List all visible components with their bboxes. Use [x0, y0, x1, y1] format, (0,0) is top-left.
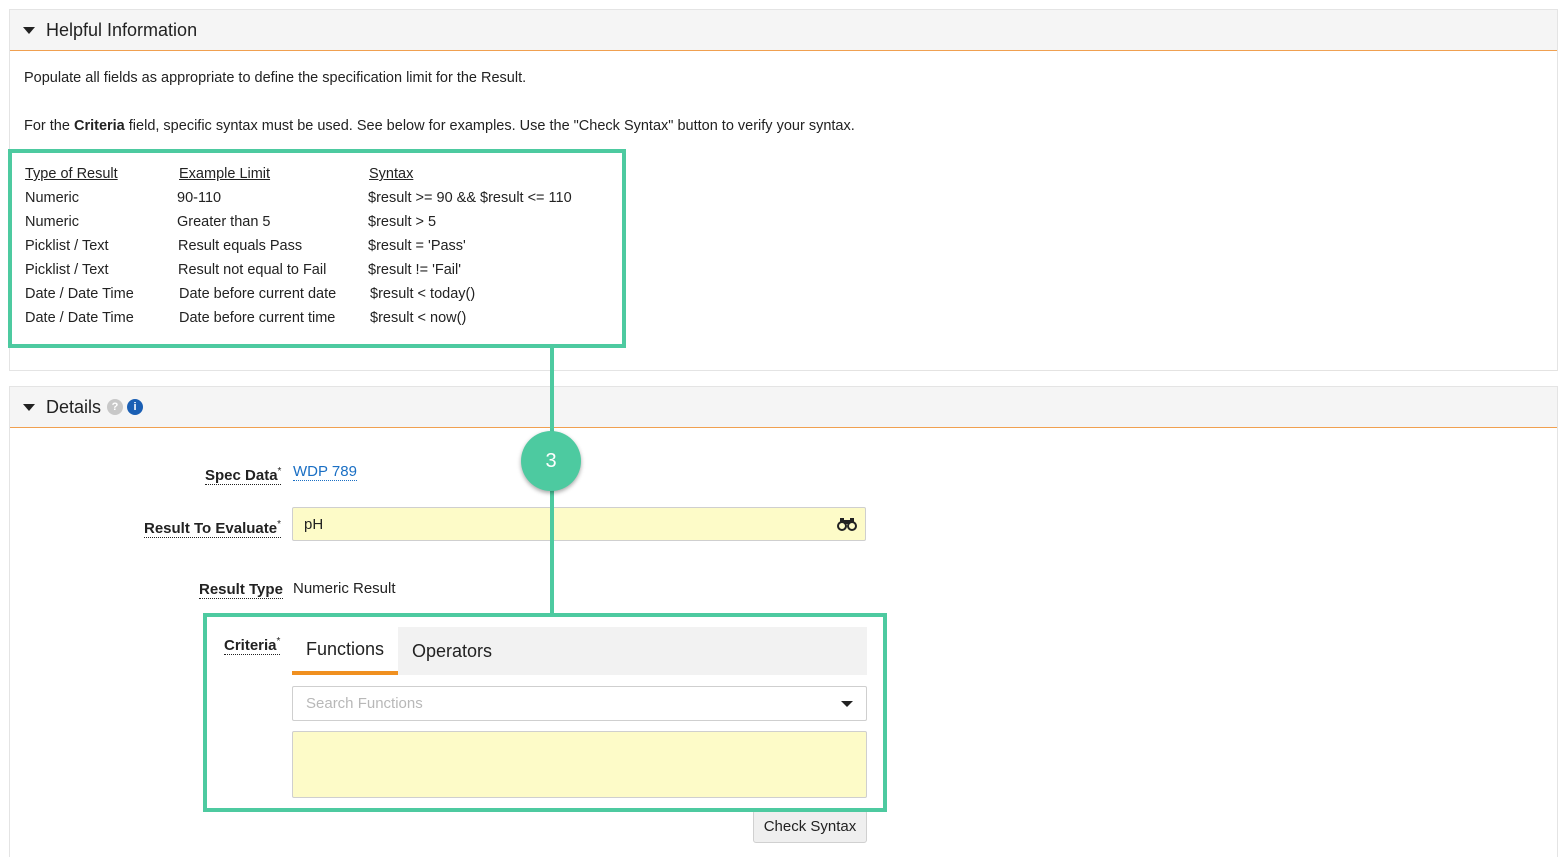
table-header-syntax: Syntax: [369, 166, 414, 182]
table-cell: Numeric: [25, 214, 79, 230]
caret-down-icon[interactable]: [23, 403, 35, 411]
search-functions-select[interactable]: [292, 686, 867, 721]
table-header-example: Example Limit: [179, 166, 271, 182]
result-type-value: Numeric Result: [293, 580, 396, 597]
helpful-info-panel: Helpful Information: [9, 9, 1558, 371]
details-title: Details: [46, 396, 102, 417]
table-cell: $result < today(): [370, 286, 476, 302]
caret-down-icon[interactable]: [23, 26, 35, 34]
criteria-bold: Criteria: [73, 118, 125, 134]
tab-functions[interactable]: Functions: [292, 627, 398, 675]
table-cell: $result != 'Fail': [368, 262, 461, 278]
table-cell: $result = 'Pass': [368, 238, 466, 254]
callout-connector-top: [550, 346, 554, 434]
table-cell: Picklist / Text: [25, 262, 109, 278]
help-icon[interactable]: ?: [107, 399, 124, 415]
table-cell: Numeric: [25, 190, 79, 206]
table-cell: Picklist / Text: [25, 238, 109, 254]
criteria-label: Criteria*: [224, 633, 281, 655]
criteria-tabbar: Functions Operators: [292, 627, 867, 675]
table-cell: $result >= 90 && $result <= 110: [368, 190, 572, 206]
table-cell: 90-110: [177, 190, 222, 206]
helpful-info-title: Helpful Information: [46, 19, 198, 40]
details-header[interactable]: Details ? i: [10, 387, 1557, 428]
info-icon[interactable]: i: [127, 399, 144, 415]
syntax-table-highlight: [8, 149, 626, 348]
table-cell: Date before current date: [179, 286, 337, 302]
table-cell: Result not equal to Fail: [178, 262, 327, 278]
result-to-evaluate-field[interactable]: pH: [292, 507, 866, 541]
table-cell: Date / Date Time: [25, 286, 134, 302]
callout-connector-bottom: [550, 488, 554, 616]
table-cell: Greater than 5: [177, 214, 271, 230]
intro-text: Populate all fields as appropriate to de…: [24, 70, 527, 86]
step-number-badge: 3: [521, 431, 581, 491]
spec-data-link[interactable]: WDP 789: [293, 463, 357, 481]
result-type-label: Result Type: [199, 581, 283, 599]
spec-data-label: Spec Data*: [205, 463, 282, 485]
criteria-instructions: For the Criteria field, specific syntax …: [24, 118, 855, 134]
table-cell: Date before current time: [179, 310, 336, 326]
tab-operators[interactable]: Operators: [411, 640, 493, 661]
table-cell: $result < now(): [370, 310, 467, 326]
check-syntax-button[interactable]: Check Syntax: [753, 810, 867, 843]
table-cell: $result > 5: [368, 214, 437, 230]
table-cell: Date / Date Time: [25, 310, 134, 326]
helpful-info-header[interactable]: Helpful Information: [10, 10, 1557, 51]
binoculars-icon[interactable]: [837, 508, 857, 540]
criteria-textarea[interactable]: [292, 731, 867, 798]
search-functions-input[interactable]: [304, 687, 828, 720]
table-header-type: Type of Result: [25, 166, 118, 182]
criteria-highlight: [203, 613, 887, 812]
chevron-down-icon[interactable]: [841, 701, 853, 707]
table-cell: Result equals Pass: [178, 238, 303, 254]
result-to-evaluate-label: Result To Evaluate*: [144, 516, 281, 538]
